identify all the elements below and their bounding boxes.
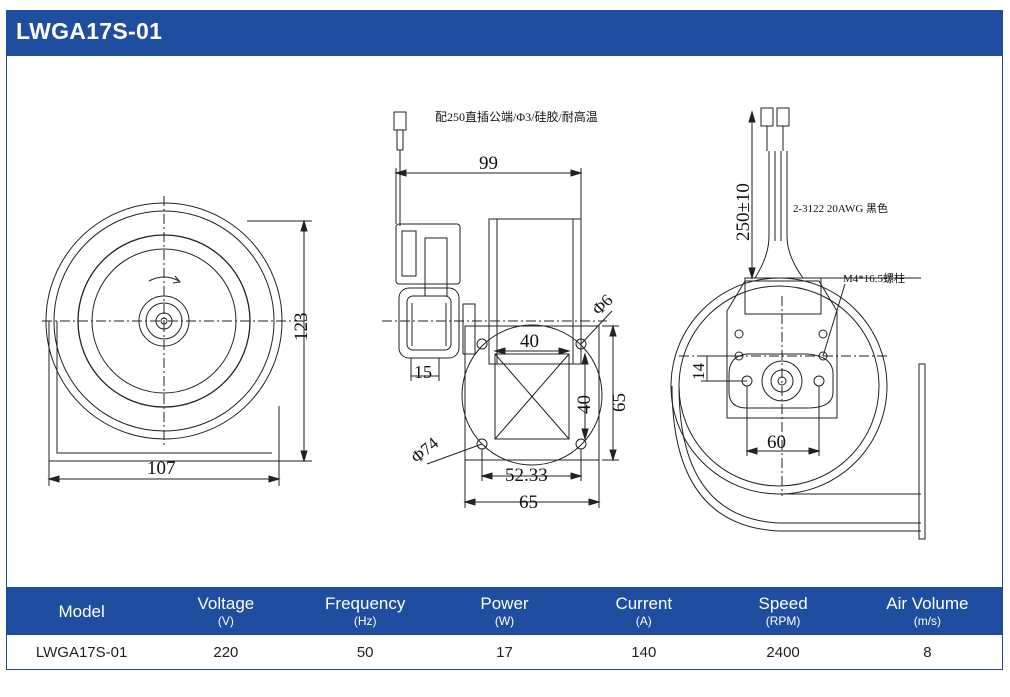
spec-header-row: Model Voltage (V) Frequency (Hz) Power (…: [7, 587, 1002, 635]
dim-14: 14: [689, 363, 708, 381]
cell-frequency: 50: [295, 635, 435, 670]
dim-60: 60: [767, 432, 786, 453]
cell-model: LWGA17S-01: [7, 635, 157, 670]
cell-air-volume: 8: [852, 635, 1002, 670]
page-title: LWGA17S-01: [16, 18, 163, 44]
header-current: Current (A): [574, 587, 714, 635]
cell-speed: 2400: [713, 635, 853, 670]
spec-table: Model Voltage (V) Frequency (Hz) Power (…: [7, 587, 1002, 670]
dim-65-horizontal: 65: [519, 492, 538, 513]
cell-current: 140: [574, 635, 714, 670]
dim-15: 15: [414, 362, 432, 382]
header-model: Model: [7, 587, 157, 635]
header-power: Power (W): [434, 587, 575, 635]
cell-voltage: 220: [156, 635, 296, 670]
note-wire: 2-3122 20AWG 黑色: [793, 201, 888, 215]
dim-250: 250±10: [733, 183, 754, 241]
dim-52-33: 52.33: [505, 465, 548, 486]
dim-phi74: Φ74: [407, 433, 442, 467]
title-bar: LWGA17S-01: [6, 10, 1003, 56]
technical-drawing: 配250直插公端/Φ3/硅胶/耐高温 99 123 107 15 40 40 6…: [7, 56, 1002, 586]
dim-99: 99: [479, 153, 498, 174]
note-stud: M4*16.5螺柱: [843, 271, 905, 285]
note-connector: 配250直插公端/Φ3/硅胶/耐高温: [435, 109, 598, 124]
dim-123: 123: [291, 313, 312, 342]
header-voltage: Voltage (V): [156, 587, 296, 635]
side-view: [382, 111, 619, 508]
dim-107: 107: [147, 458, 176, 479]
spec-data-row: LWGA17S-01 220 50 17 140 2400 8: [7, 635, 1002, 670]
front-view: [42, 196, 312, 486]
dim-40-vertical: 40: [574, 395, 595, 414]
dim-65-vertical: 65: [609, 393, 630, 412]
cell-power: 17: [434, 635, 575, 670]
back-view: [670, 107, 926, 540]
header-speed: Speed (RPM): [713, 587, 853, 635]
header-air-volume: Air Volume (m/s): [852, 587, 1002, 635]
dim-phi6: Φ6: [588, 291, 616, 319]
header-frequency: Frequency (Hz): [295, 587, 435, 635]
dim-40-horizontal: 40: [520, 331, 539, 352]
